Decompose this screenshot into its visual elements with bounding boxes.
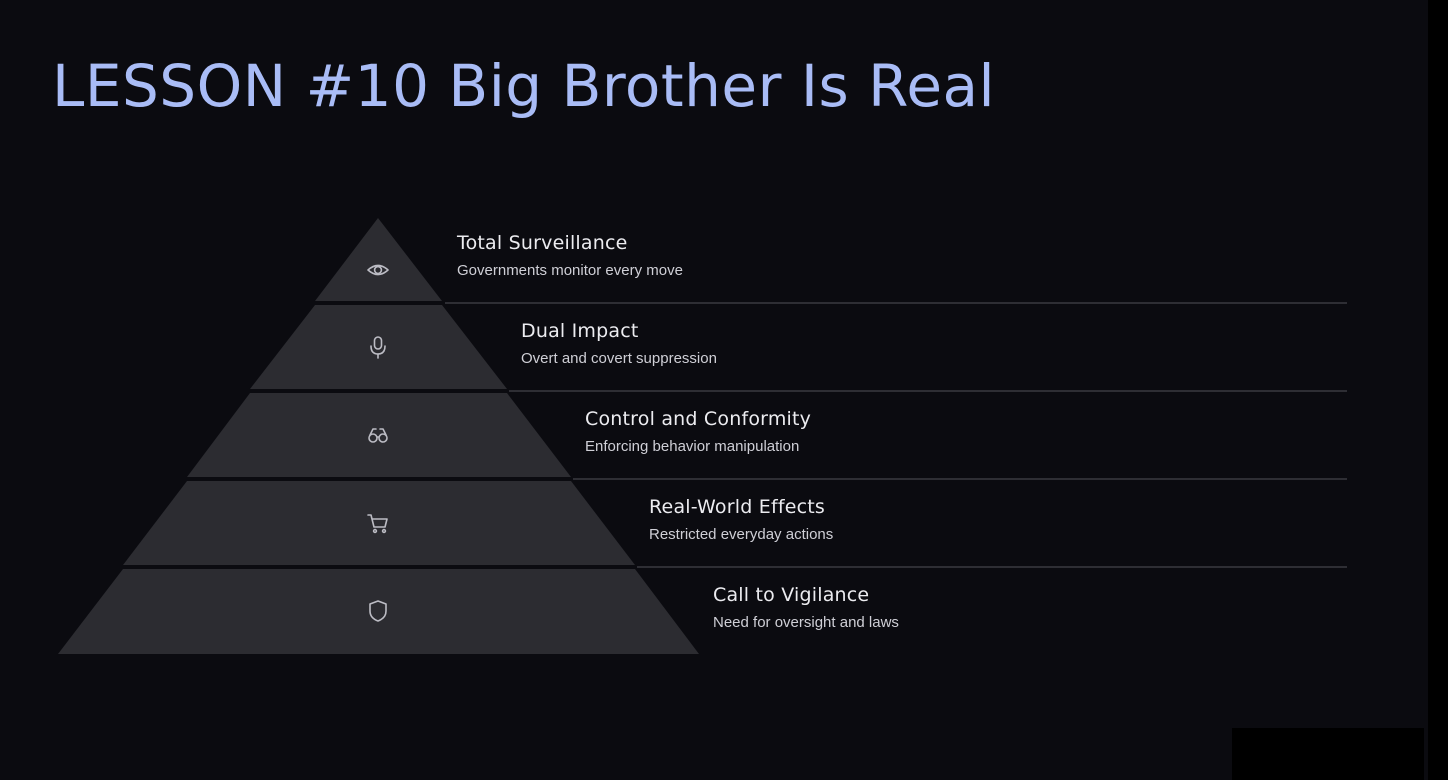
tier-title: Call to Vigilance (713, 584, 870, 606)
tier-label-2: Dual Impact Overt and covert suppression (521, 319, 717, 369)
pyramid-tier-3 (187, 393, 571, 477)
tier-title: Real-World Effects (649, 496, 826, 518)
pyramid-tier-2 (250, 305, 507, 389)
slide-title: LESSON #10 Big Brother Is Real (52, 52, 996, 120)
tier-title: Total Surveillance (457, 232, 628, 254)
tier-description: Need for oversight and laws (713, 614, 899, 631)
pyramid-tier-5 (58, 569, 699, 654)
tier-description: Overt and covert suppression (521, 350, 717, 367)
tier-description: Restricted everyday actions (649, 526, 834, 543)
binoculars-icon (368, 428, 388, 443)
tier-description: Enforcing behavior manipulation (585, 438, 800, 455)
eye-icon (367, 264, 389, 276)
tier-label-1: Total Surveillance Governments monitor e… (457, 231, 683, 281)
tier-label-3: Control and Conformity Enforcing behavio… (585, 407, 811, 457)
tier-title: Dual Impact (521, 320, 639, 342)
tier-title: Control and Conformity (585, 408, 812, 430)
tier-label-5: Call to Vigilance Need for oversight and… (713, 583, 899, 633)
shopping-cart-icon (367, 514, 388, 534)
right-edge-band (1428, 0, 1448, 780)
corner-overlay (1232, 728, 1424, 780)
pyramid-tier-1 (315, 218, 442, 301)
microphone-icon (370, 336, 386, 359)
tier-label-4: Real-World Effects Restricted everyday a… (649, 495, 833, 545)
pyramid-tier-4 (123, 481, 635, 565)
tier-description: Governments monitor every move (457, 262, 683, 279)
shield-icon (369, 600, 387, 622)
